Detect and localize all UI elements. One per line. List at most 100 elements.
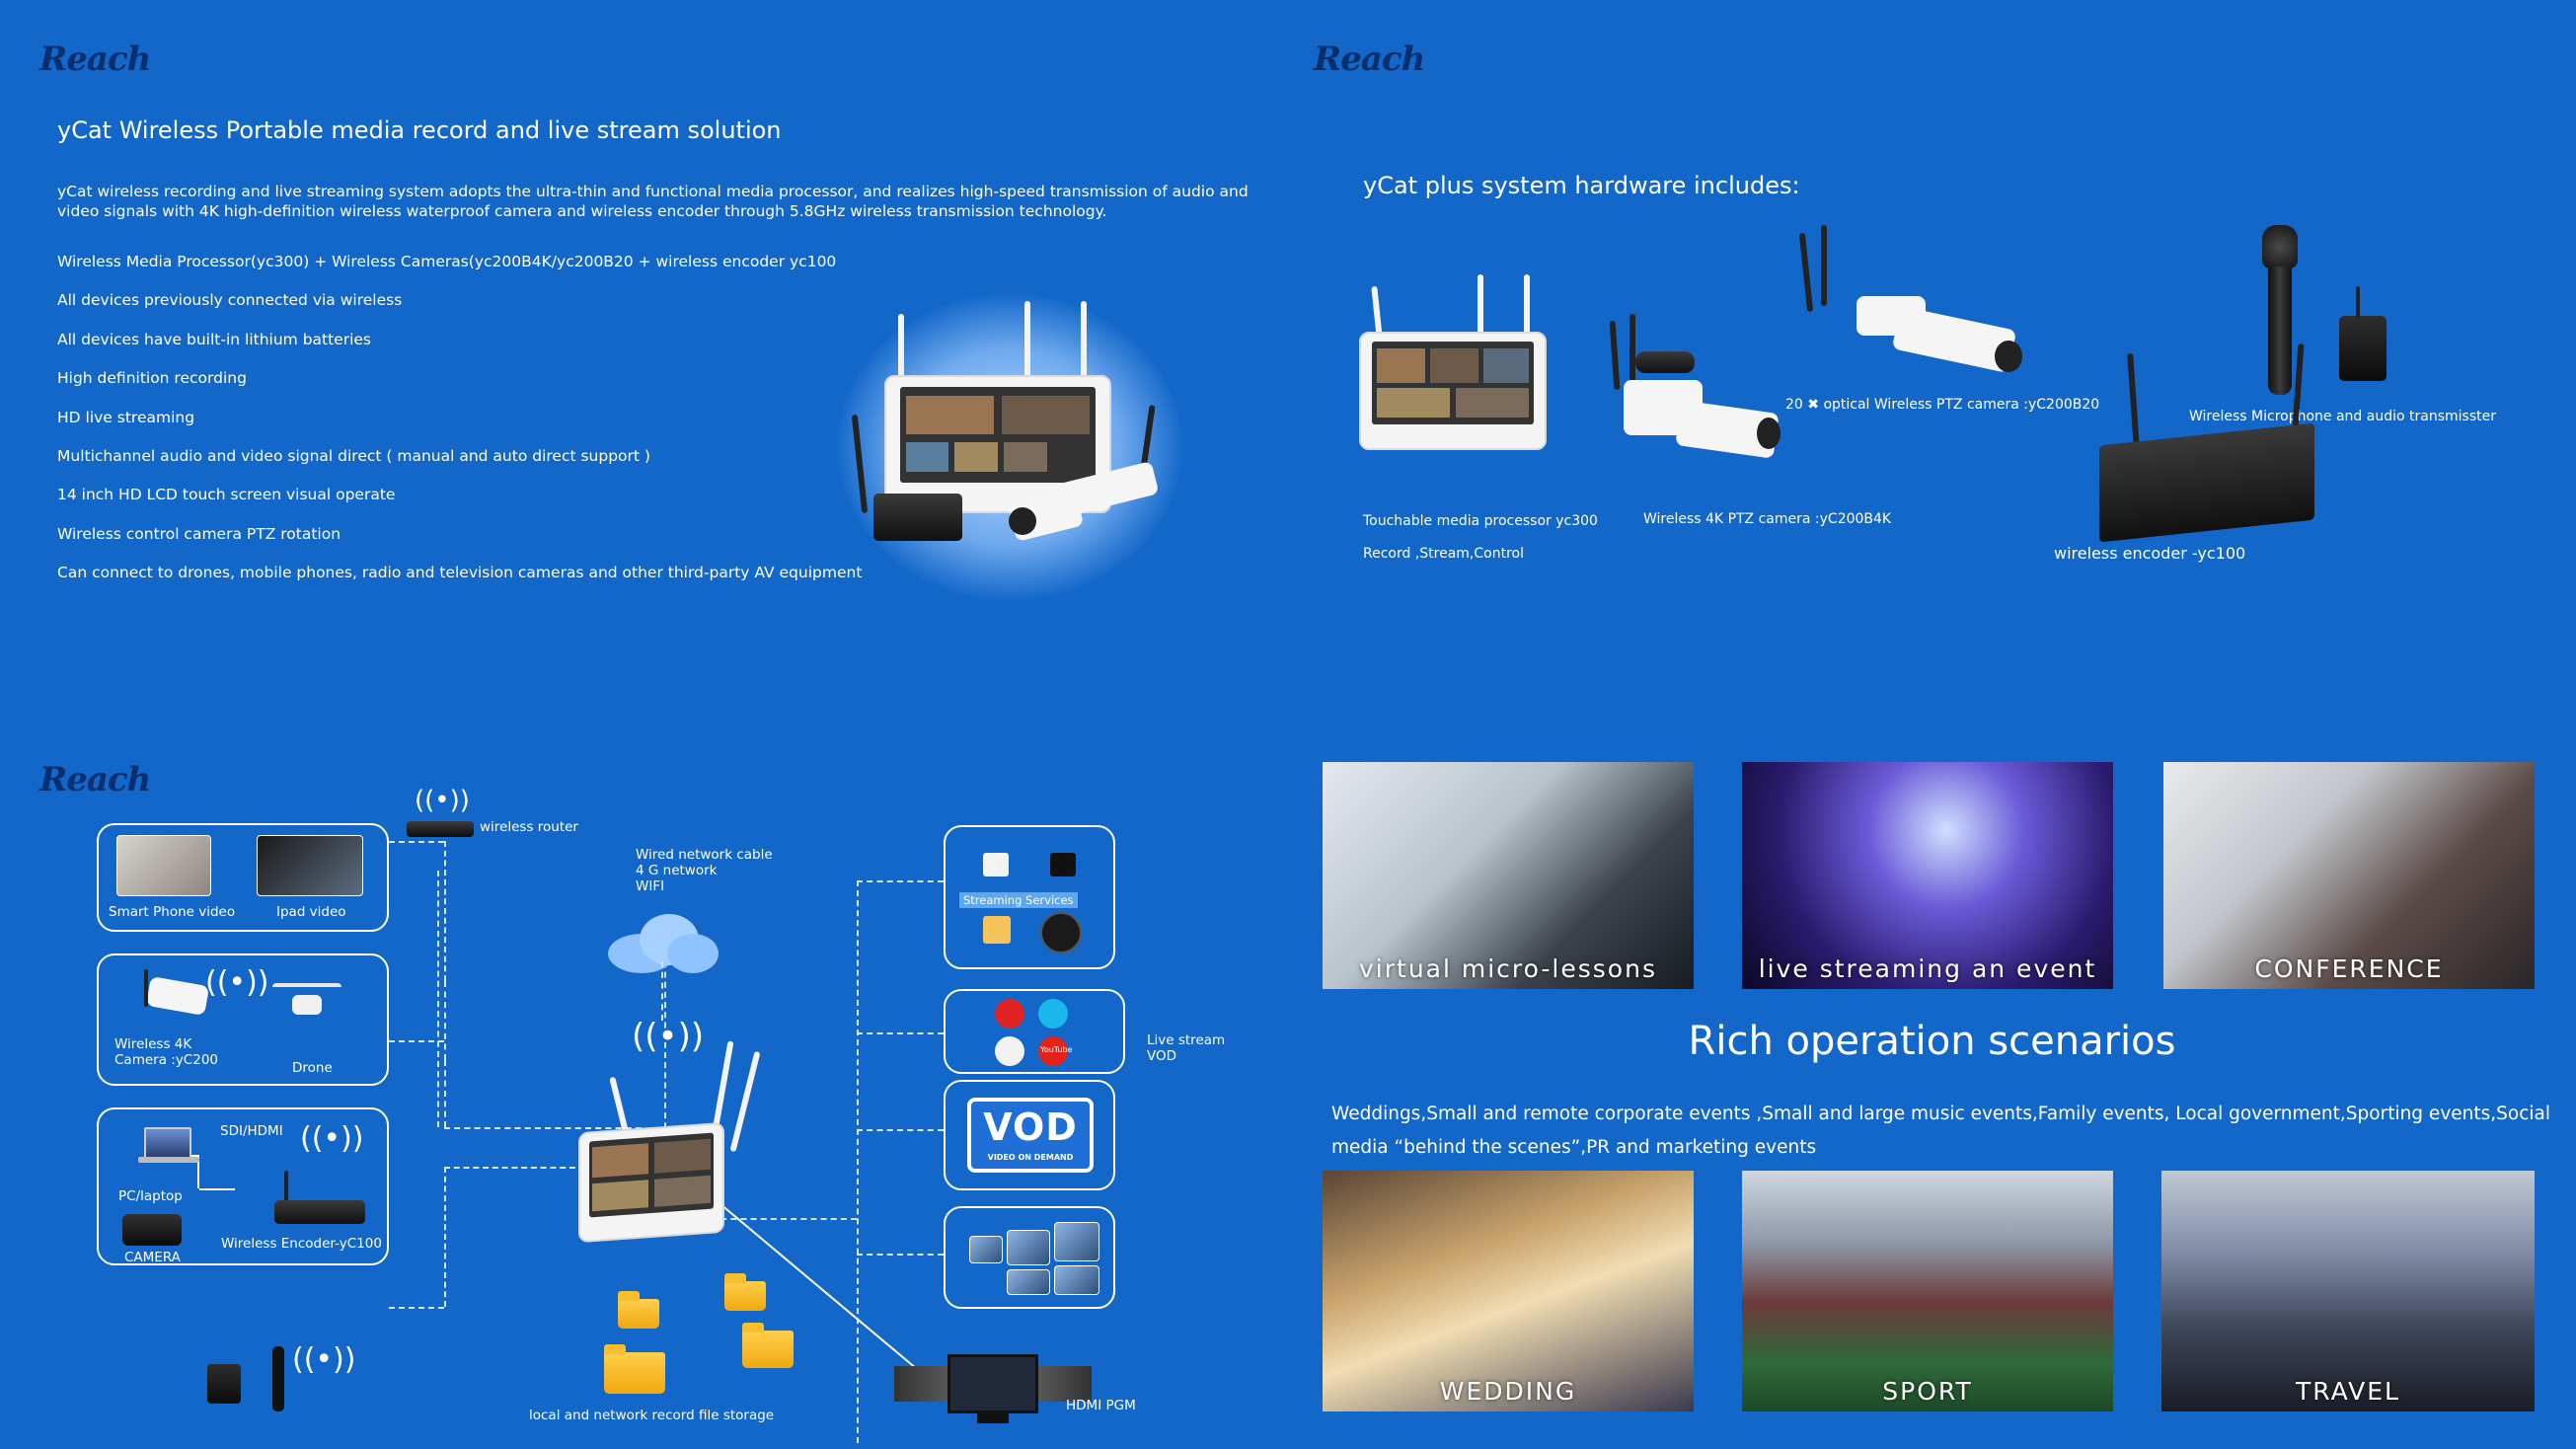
camera20x-caption: 20 ✖ optical Wireless PTZ camera :yC200B…: [1785, 397, 2100, 413]
folder-icon: [742, 1323, 794, 1368]
reach-logo: Reach: [39, 39, 151, 79]
wireless-encoder-label: Wireless Encoder-yC100: [221, 1236, 382, 1252]
connector-line: [664, 942, 666, 1169]
hdmi-pgm-label: HDMI PGM: [1066, 1398, 1136, 1413]
slide-topology-diagram: Reach Smart Phone video Ipad video ((•))…: [0, 724, 1288, 1449]
encoder-sources-box: PC/laptop SDI/HDMI ((•)) Wireless Encode…: [97, 1107, 389, 1265]
camera-lens-icon: [1009, 507, 1036, 535]
antenna-icon: [1821, 225, 1827, 306]
feature-item: Wireless control camera PTZ rotation: [57, 524, 341, 543]
cloud-icon: [608, 914, 719, 973]
camera-drone-box: ((•)) Wireless 4K Camera :yC200 Drone: [97, 953, 389, 1086]
scenario-photo-conference: CONFERENCE: [2163, 762, 2535, 989]
local-storage-label: local and network record file storage: [529, 1408, 775, 1423]
vod-logo-icon: VOD VIDEO ON DEMAND: [967, 1098, 1094, 1173]
processor-screen: [588, 1132, 715, 1218]
reach-logo: Reach: [1314, 39, 1425, 79]
antenna-icon: [898, 314, 904, 383]
video-thumb: [1054, 1222, 1099, 1261]
encoder-caption: wireless encoder -yc100: [2054, 544, 2246, 563]
processor-subcaption: Record ,Stream,Control: [1363, 546, 1524, 562]
connector-line: [389, 841, 444, 843]
processor-screen: [899, 386, 1097, 484]
connector-line: [857, 880, 944, 882]
scenario-label: WEDDING: [1439, 1377, 1577, 1406]
folder-icon: [618, 1291, 659, 1329]
connector-line: [389, 1040, 444, 1042]
encoder-device: [274, 1200, 365, 1224]
monitor-stand-icon: [977, 1413, 1009, 1423]
wireless-signal-icon: ((•)): [205, 965, 269, 1000]
connector-line: [857, 1254, 944, 1256]
folder-icon: [604, 1344, 665, 1394]
vod-text: VOD: [983, 1106, 1078, 1149]
camera4k-caption: Wireless 4K PTZ camera :yC200B4K: [1643, 511, 1892, 527]
encoder-device: [873, 494, 962, 541]
hardware-title: yCat plus system hardware includes:: [1363, 172, 1800, 199]
slide-hardware: Reach yCat plus system hardware includes…: [1288, 0, 2576, 724]
youtube-text: YouTube: [1040, 1045, 1073, 1054]
video-thumb: [1054, 1265, 1099, 1295]
video-thumb: [969, 1236, 1003, 1263]
video-thumb: [1007, 1230, 1050, 1265]
connector-line: [857, 1032, 944, 1034]
feature-item: Multichannel audio and video signal dire…: [57, 446, 650, 465]
wireless-signal-icon: ((•)): [300, 1121, 364, 1156]
scenario-label: SPORT: [1882, 1377, 1973, 1406]
ipad-video-label: Ipad video: [276, 904, 346, 920]
router-icon: [407, 821, 474, 837]
tv-app-icon: [1040, 912, 1082, 953]
connector-line: [437, 871, 439, 1127]
connector-line: [444, 1167, 614, 1169]
solution-title: yCat Wireless Portable media record and …: [57, 116, 782, 144]
wireless-router-label: wireless router: [480, 819, 578, 835]
antenna-icon: [144, 969, 148, 1007]
scenarios-heading: Rich operation scenarios: [1688, 1019, 2176, 1064]
wireless-signal-icon: ((•)): [632, 1017, 705, 1056]
connector-line: [711, 1218, 857, 1220]
camera-lens-icon: [1995, 341, 2022, 372]
microphone-icon: [272, 1346, 284, 1411]
drone-label: Drone: [292, 1060, 333, 1076]
youtube-icon: YouTube: [1038, 1036, 1073, 1066]
feature-item: Can connect to drones, mobile phones, ra…: [57, 564, 863, 582]
antenna-icon: [1798, 232, 1814, 313]
antenna-icon: [1629, 314, 1635, 385]
wireless-signal-icon: ((•)): [292, 1342, 356, 1377]
media-processor-device: [1359, 332, 1547, 450]
connector-line: [389, 1307, 444, 1309]
scenario-label: CONFERENCE: [2254, 954, 2444, 983]
drone-body-icon: [292, 995, 322, 1015]
ipad-video-thumb: [257, 835, 363, 896]
wireless-camera-icon: [145, 976, 210, 1016]
video-wall-box: [944, 1206, 1115, 1309]
media-app-icon: [983, 853, 1009, 877]
live-stream-vod-label: Live stream VOD: [1147, 1032, 1226, 1064]
connector-line: [857, 1129, 944, 1131]
smartphone-video-thumb: [116, 835, 211, 896]
laptop-icon: [144, 1127, 191, 1159]
camera-lens-icon: [1757, 418, 1780, 449]
connector-line: [444, 841, 446, 981]
antenna-icon: [1371, 285, 1383, 339]
wireless-signal-icon: ((•)): [415, 786, 470, 815]
scenario-photo-sport: SPORT: [1742, 1171, 2113, 1411]
processor-screen: [1372, 342, 1534, 424]
drone-icon: [272, 983, 341, 1007]
media-app-icon: [1050, 853, 1076, 877]
bodypack-transmitter-icon: [207, 1364, 241, 1404]
feature-item: All devices previously connected via wir…: [57, 291, 403, 310]
connector-line: [661, 961, 663, 1021]
scenario-label: virtual micro-lessons: [1359, 954, 1657, 983]
camera-label: CAMERA: [124, 1250, 181, 1265]
logo-text: Reach: [1314, 39, 1425, 79]
antenna-icon: [1081, 301, 1087, 380]
wireless-4k-camera-label: Wireless 4K Camera :yC200: [114, 1036, 219, 1068]
streaming-services-label: Streaming Services: [959, 892, 1078, 908]
encoder-device: [2099, 422, 2314, 543]
red-platform-icon: [995, 999, 1024, 1029]
feature-item: 14 inch HD LCD touch screen visual opera…: [57, 486, 396, 504]
antenna-icon: [729, 1050, 761, 1153]
sdi-hdmi-label: SDI/HDMI: [220, 1123, 283, 1139]
smartphone-video-label: Smart Phone video: [109, 904, 236, 920]
